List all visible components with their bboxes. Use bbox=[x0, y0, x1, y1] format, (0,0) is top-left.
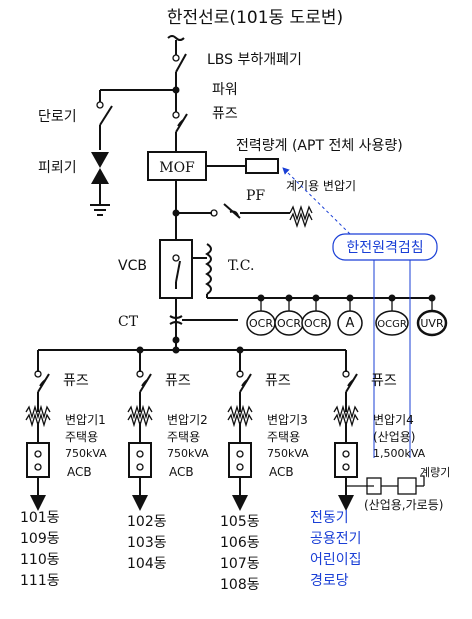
load-list: 101동 109동 110동 111동 bbox=[20, 510, 60, 589]
arrester-label: 피뢰기 bbox=[38, 160, 77, 176]
transformer-use-label: (산업용) bbox=[373, 430, 415, 444]
relay-1: OCR bbox=[246, 298, 276, 336]
disconnector-label: 단로기 bbox=[38, 109, 77, 125]
relay-label: OCR bbox=[277, 317, 301, 330]
ct-symbol bbox=[169, 315, 238, 344]
transformer-capacity-label: 750kVA bbox=[65, 447, 107, 460]
load-item: 공용전기 bbox=[310, 531, 362, 547]
load-item: 110동 bbox=[20, 552, 60, 568]
relay-4: A bbox=[337, 298, 363, 336]
relay-2: OCR bbox=[274, 298, 304, 336]
instrument-transformer-label: 계기용 변압기 bbox=[286, 179, 356, 193]
load-item: 111동 bbox=[20, 573, 60, 589]
diagram-title: 한전선로(101동 도로변) bbox=[167, 8, 343, 28]
arrester-symbol bbox=[90, 152, 110, 216]
transformer-name-label: 변압기3 bbox=[267, 413, 308, 427]
breaker-label: ACB bbox=[269, 465, 294, 479]
main-meter-label: 전력량계 (APT 전체 사용량) bbox=[236, 138, 403, 154]
power-fuse-symbol bbox=[172, 90, 188, 152]
incoming-line bbox=[167, 35, 185, 55]
meter-label: 계량기 bbox=[420, 466, 450, 479]
load-item: 102동 bbox=[127, 514, 167, 530]
load-item: 어린이집 bbox=[310, 552, 362, 568]
relay-label: A bbox=[346, 316, 355, 331]
load-item: 106동 bbox=[220, 535, 260, 551]
relay-5: OCGR bbox=[375, 298, 409, 336]
relay-label: OCGR bbox=[377, 319, 407, 330]
remote-metering-box bbox=[332, 233, 438, 261]
relay-label: OCR bbox=[249, 317, 273, 330]
load-item: 109동 bbox=[20, 531, 60, 547]
meter-note-label: (산업용,가로등) bbox=[364, 498, 443, 512]
transformer-capacity-label: 750kVA bbox=[167, 447, 209, 460]
transformer-use-label: 주택용 bbox=[267, 430, 300, 444]
pf-fuse-symbol bbox=[176, 203, 313, 229]
load-item: 101동 bbox=[20, 510, 60, 526]
disconnector-symbol bbox=[96, 101, 113, 150]
mof-label: MOF bbox=[159, 160, 195, 176]
lbs-label: LBS 부하개폐기 bbox=[207, 52, 302, 68]
tc-label: T.C. bbox=[228, 258, 254, 274]
load-item: 107동 bbox=[220, 556, 260, 572]
load-list: 102동 103동 104동 bbox=[127, 514, 167, 572]
trip-coil-symbol bbox=[192, 243, 212, 298]
branch-fuse-label: 퓨즈 bbox=[371, 373, 397, 389]
pf-label: PF bbox=[246, 188, 265, 204]
load-item: 108동 bbox=[220, 577, 260, 593]
breaker-label: ACB bbox=[169, 465, 194, 479]
power-label: 파워 bbox=[212, 82, 238, 98]
lbs-switch-symbol bbox=[172, 53, 187, 88]
vcb-box bbox=[159, 239, 193, 299]
load-item: 103동 bbox=[127, 535, 167, 551]
transformer-capacity-label: 750kVA bbox=[267, 447, 309, 460]
branch-fuse-label: 퓨즈 bbox=[165, 373, 191, 389]
load-item: 전동기 bbox=[310, 510, 349, 526]
main-meter-box bbox=[245, 158, 279, 174]
main-fuse-label: 퓨즈 bbox=[212, 106, 238, 122]
relay-label: UVR bbox=[420, 317, 444, 330]
branch-fuse-label: 퓨즈 bbox=[63, 373, 89, 389]
transformer-name-label: 변압기2 bbox=[167, 413, 208, 427]
ct-label: CT bbox=[118, 314, 139, 330]
load-list: 105동 106동 107동 108동 bbox=[220, 514, 260, 593]
relay-3: OCR bbox=[301, 298, 331, 336]
vcb-label: VCB bbox=[118, 258, 147, 274]
remote-metering-label: 한전원격검침 bbox=[346, 240, 423, 256]
load-item: 경로당 bbox=[310, 573, 349, 589]
branch-fuse-label: 퓨즈 bbox=[265, 373, 291, 389]
relay-6: UVR bbox=[416, 298, 448, 337]
transformer-name-label: 변압기4 bbox=[373, 413, 414, 427]
relay-label: OCR bbox=[304, 317, 328, 330]
breaker-label: ACB bbox=[67, 465, 92, 479]
transformer-use-label: 주택용 bbox=[167, 430, 200, 444]
load-item: 105동 bbox=[220, 514, 260, 530]
load-item: 104동 bbox=[127, 556, 167, 572]
remote-to-main-meter-link bbox=[282, 167, 351, 235]
transformer-use-label: 주택용 bbox=[65, 430, 98, 444]
transformer-name-label: 변압기1 bbox=[65, 413, 106, 427]
transformer-capacity-label: 1,500kVA bbox=[373, 447, 426, 460]
